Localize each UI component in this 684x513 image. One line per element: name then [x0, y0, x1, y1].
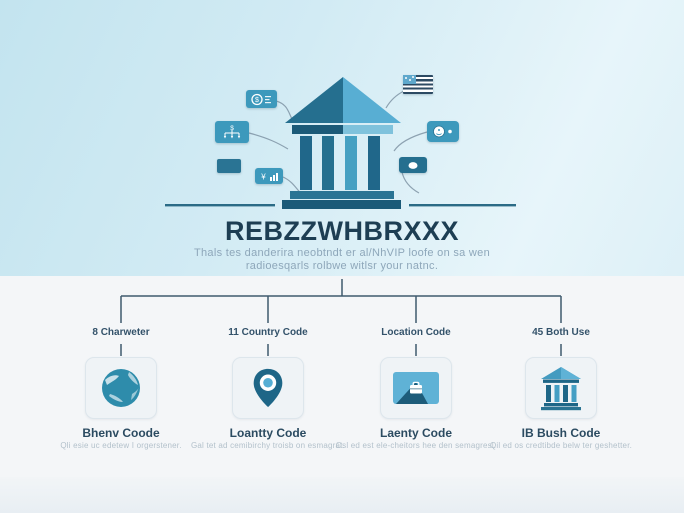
yen-chart-badge-icon: ¥	[255, 168, 283, 184]
hero-band	[0, 0, 684, 276]
section-icon-card	[85, 357, 157, 419]
flow-diagram-badge-icon: $	[215, 121, 249, 143]
section-description: Osl ed est ele-cheitors hee den semagres…	[335, 441, 497, 450]
dollar-coin-badge-icon: $	[246, 90, 277, 108]
section-top-label: Location Code	[381, 327, 451, 338]
hero-subtitle-line1: Thals tes danderira neobtndt er al/NhVIP…	[193, 247, 491, 259]
svg-text:$: $	[230, 125, 234, 132]
location-pin-icon	[253, 368, 283, 408]
svg-text:¥: ¥	[260, 172, 266, 181]
flag-canton	[403, 75, 416, 84]
swift-code-title: REBZZWHBRXXX	[225, 216, 459, 246]
section-top-label: 45 Both Use	[532, 327, 590, 338]
section-icon-card	[525, 357, 597, 419]
section-description: Qli esie uc edetew I orgerstener.	[60, 441, 182, 450]
svg-text:$: $	[255, 97, 259, 104]
section-top-label: 11 Country Code	[228, 327, 308, 338]
section-icon-card	[232, 357, 304, 419]
section-heading: Bhenv Coode	[82, 426, 160, 440]
bottom-strip	[0, 477, 684, 513]
section-heading: Loantty Code	[229, 426, 307, 440]
envelope-briefcase-icon	[393, 372, 439, 404]
section-top-label: 8 Charweter	[92, 327, 150, 338]
section-description: Qil ed os credtibde belw ter geshetter.	[489, 441, 633, 450]
speech-dot-badge-icon	[399, 157, 427, 173]
bank-icon	[541, 367, 581, 411]
section-icon-card	[380, 357, 452, 419]
section-heading: IB Bush Code	[521, 426, 601, 440]
hero-subtitle-line2: radioesqarls rolbwe witlsr your natnc.	[245, 260, 439, 272]
us-flag-icon	[403, 75, 433, 94]
section-heading: Laenty Code	[379, 426, 452, 440]
globe-icon	[102, 369, 140, 407]
section-description: Gal tet ad cemibirchy troisb on esmagrat…	[190, 441, 346, 450]
blank-badge	[217, 159, 241, 173]
tree-connector	[120, 279, 562, 356]
coin-dot-badge-icon	[427, 121, 459, 142]
